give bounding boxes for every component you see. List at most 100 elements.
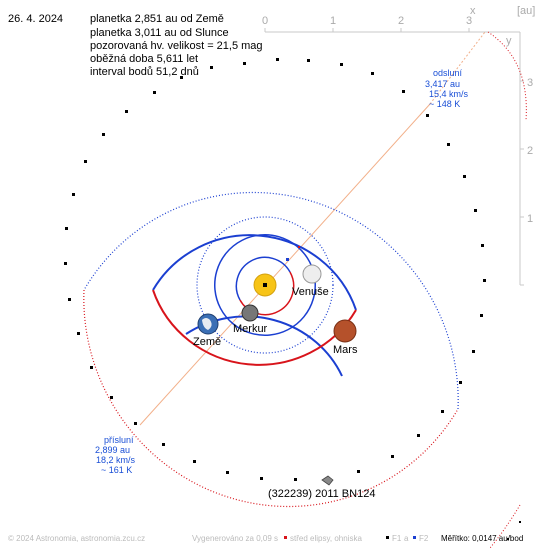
orbit-point [102,133,105,136]
mars-orbit-below [152,289,357,366]
earth-label: Země [193,336,221,348]
ellipse-center-marker [286,258,289,261]
orbit-point [402,90,405,93]
footer-legend-center: střed elipsy, ohniska [290,534,362,543]
mercury-label: Merkur [233,323,268,335]
orbit-point [65,227,68,230]
venus-orbit-below [214,279,316,336]
mars-icon [333,319,357,343]
orbit-point [64,262,67,265]
asteroid-icon [321,475,334,486]
orbit-point [294,478,297,481]
x-tick-0: 0 [262,15,268,27]
orbit-point [474,209,477,212]
orbit-point [243,62,246,65]
orbit-point [90,366,93,369]
x-tick-3: 3 [466,15,472,27]
orbit-point [260,477,263,480]
orbit-point [68,298,71,301]
info-line-magnitude: pozorovaná hv. velikost = 21,5 mag [90,40,263,52]
legend-center-marker [284,536,287,539]
legend-f2-marker [413,536,416,539]
orbit-point [459,381,462,384]
orbit-point [472,350,475,353]
orbit-point [426,114,429,117]
footer-f1: F1 [392,534,402,543]
orbit-point [357,470,360,473]
orbit-point [307,59,310,62]
perihelion-title: přísluní [104,435,134,445]
info-line-period: oběžná doba 5,611 let [90,53,198,65]
orbit-point [276,58,279,61]
mars-orbit-above-2 [152,234,357,311]
venus-icon [302,264,322,284]
aphelion-title: odsluní [433,68,463,78]
orbit-point [162,443,165,446]
mercury-orbit-above [235,256,291,301]
orbit-point [481,244,484,247]
y-tick-1: 1 [527,213,533,225]
perihelion-distance: 2,899 au [95,445,130,455]
x-axis-label: x [470,5,476,17]
orbit-point [507,538,509,540]
mars-label: Mars [333,344,358,356]
orbit-point [72,193,75,196]
orbit-point [441,410,444,413]
perihelion-speed: 18,2 km/s [96,455,136,465]
y-tick-3: 3 [527,77,533,89]
axis-grid [264,28,524,286]
asteroid-orbit-above [83,191,459,410]
orbit-point [210,66,213,69]
aphelion-temp: ~ 148 K [429,99,460,109]
asteroid-interval-points [64,58,521,540]
aphelion-distance: 3,417 au [425,79,460,89]
focus-marker [298,246,300,248]
orbit-point [447,143,450,146]
orbit-point [483,279,486,282]
orbit-point [391,455,394,458]
venus-label: Venuše [292,286,329,298]
y-axis-label: y [506,35,512,47]
orbit-point [371,72,374,75]
earth-land-icon [202,318,212,330]
orbit-point [180,76,183,79]
perihelion-temp: ~ 161 K [101,465,132,475]
info-line-sun-distance: planetka 3,011 au od Slunce [90,27,229,39]
orbit-point [77,332,80,335]
orbit-point [125,110,128,113]
asteroid-orbit-outer-bottom [489,504,521,549]
x-tick-1: 1 [330,15,336,27]
sun-center-marker [263,283,267,287]
orbit-point [134,422,137,425]
axis-unit: [au] [517,5,535,17]
orbit-point [153,91,156,94]
orbit-point [110,396,113,399]
orbit-point [417,434,420,437]
aphelion-speed: 15,4 km/s [429,89,469,99]
footer-a: a [404,534,409,543]
footer-copyright: © 2024 Astronomia, astronomia.zcu.cz [8,534,145,543]
orbit-point [340,63,343,66]
orbit-point [193,460,196,463]
earth-orbit [196,216,334,354]
orbit-point [519,521,521,523]
footer-scale: Měřítko: 0,0147 au/bod [441,534,523,543]
x-tick-2: 2 [398,15,404,27]
mercury-icon [241,304,259,322]
apsis-line-right [429,31,486,105]
venus-orbit-above [214,234,316,291]
legend-f1-marker [386,536,389,539]
orbit-point [480,314,483,317]
footer-f2: F2 [419,534,429,543]
orbit-point [84,160,87,163]
y-tick-2: 2 [527,145,533,157]
orbit-point [463,175,466,178]
date-label: 26. 4. 2024 [8,13,63,25]
info-line-interval: interval bodů 51,2 dnů [90,66,199,78]
orbit-point [226,471,229,474]
asteroid-orbit-below [83,289,459,508]
footer-generated: Vygenerováno za 0,09 s [192,534,278,543]
info-line-earth-distance: planetka 2,851 au od Země [90,13,224,25]
asteroid-label: (322239) 2011 BN124 [268,488,375,500]
